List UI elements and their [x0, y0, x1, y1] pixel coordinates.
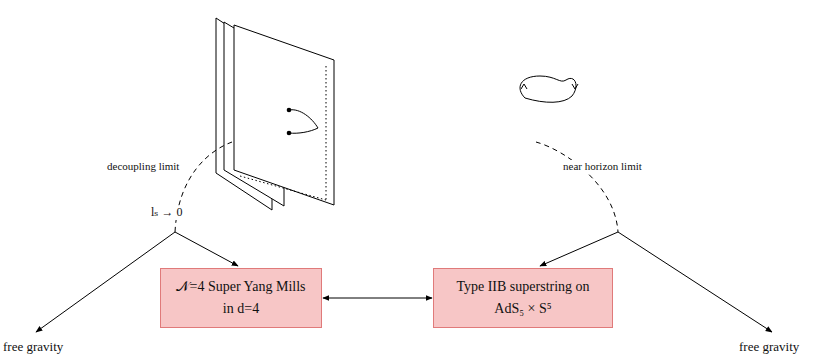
process-box: Type IIB superstring on AdS₅ × S⁵ [433, 268, 613, 328]
limit-curve [175, 142, 232, 232]
process-box: 𝒩=4 Super Yang Mills in d=4 [160, 268, 322, 328]
annotation-label: lₛ → 0 [150, 206, 183, 220]
box-text: 𝒩=4 Super Yang Mills in d=4 [171, 276, 311, 320]
equivalence-arrow [323, 298, 432, 299]
annotation-label: near horizon limit [562, 160, 643, 173]
brane-stack [216, 18, 334, 210]
branch-lines [36, 232, 772, 332]
annotation-label: decoupling limit [106, 160, 180, 173]
open-string [287, 108, 318, 136]
limit-curve [536, 142, 618, 232]
box-text: Type IIB superstring on AdS₅ × S⁵ [444, 276, 602, 320]
annotation-label: free gravity [2, 340, 64, 355]
annotation-label: free gravity [738, 340, 800, 355]
closed-string [520, 76, 578, 102]
